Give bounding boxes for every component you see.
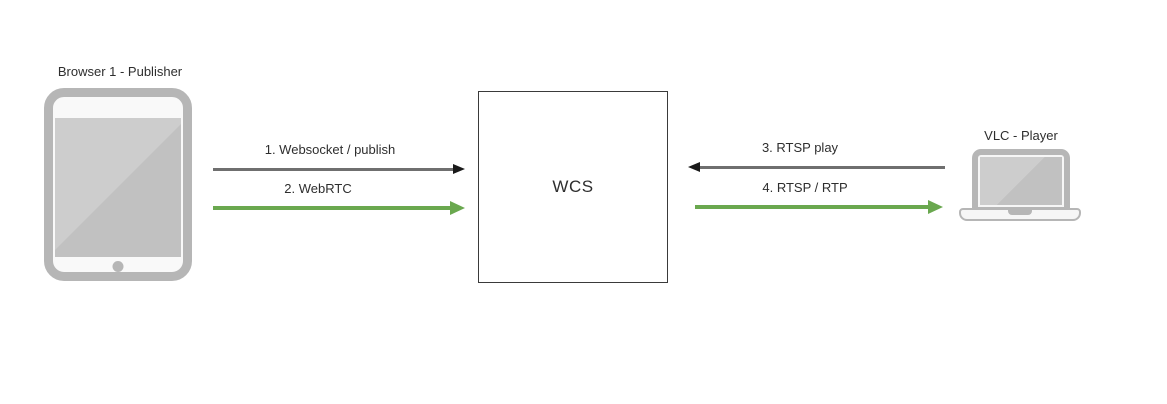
server-node-label: WCS [552, 177, 594, 196]
laptop-notch [1008, 210, 1032, 215]
arrow-websocket-publish [213, 163, 465, 175]
arrowhead-left-icon [688, 162, 700, 172]
arrow-shaft [700, 165, 945, 169]
arrow-shaft [695, 205, 928, 209]
flow-label-rtsp-rtp: 4. RTSP / RTP [762, 180, 848, 195]
laptop-display [980, 157, 1062, 205]
laptop-base [959, 208, 1081, 221]
publisher-node-label: Browser 1 - Publisher [57, 64, 183, 79]
arrowhead-right-icon [928, 200, 943, 214]
arrowhead-right-icon [450, 201, 465, 215]
tablet-icon [44, 88, 192, 281]
arrow-rtsp-play [688, 161, 945, 173]
arrow-rtsp-rtp [695, 200, 943, 214]
arrow-shaft [213, 206, 450, 210]
arrowhead-right-icon [453, 164, 465, 174]
laptop-screen [972, 149, 1070, 213]
flow-label-webrtc: 2. WebRTC [284, 181, 352, 196]
arrow-shaft [213, 167, 453, 171]
tablet-home-button-icon [112, 261, 124, 272]
server-node-box: WCS [478, 91, 668, 283]
tablet-screen [55, 118, 181, 257]
laptop-icon [959, 149, 1081, 221]
flow-label-websocket-publish: 1. Websocket / publish [264, 142, 396, 157]
flow-label-rtsp-play: 3. RTSP play [761, 140, 839, 155]
player-node-label: VLC - Player [984, 128, 1058, 143]
arrow-webrtc [213, 201, 465, 215]
